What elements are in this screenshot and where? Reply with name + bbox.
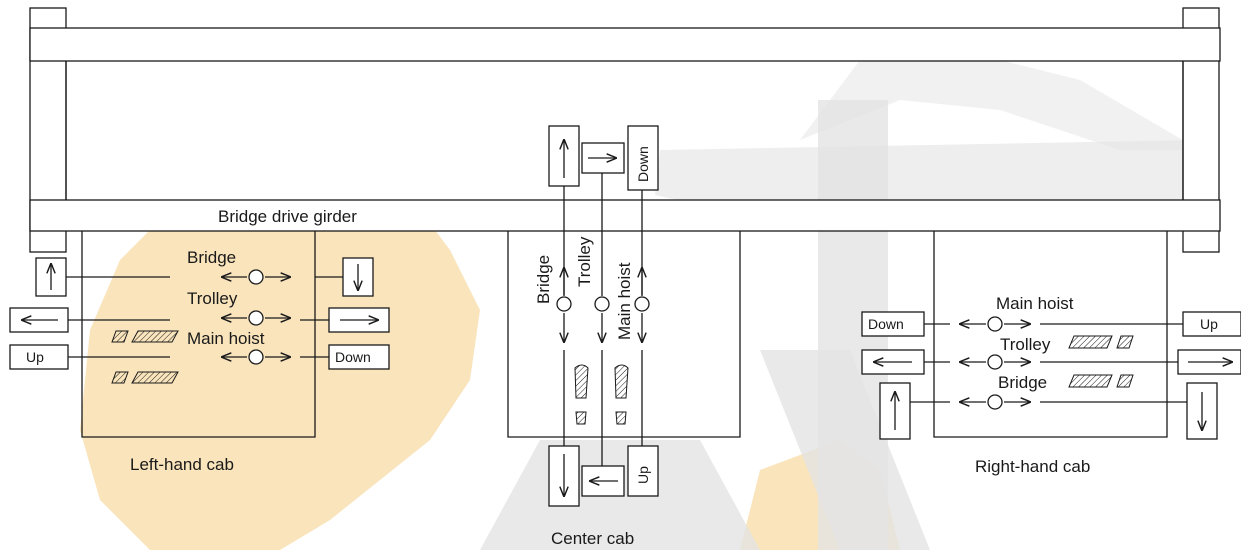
crane-frame xyxy=(29,7,1221,253)
left-bridge-label: Bridge xyxy=(187,248,236,267)
left-pedal-icons xyxy=(111,330,179,384)
left-trolley-left-arrow-box xyxy=(9,307,69,333)
right-hoist-label: Main hoist xyxy=(996,294,1074,313)
right-cab-caption: Right-hand cab xyxy=(975,457,1090,476)
left-trolley-controller xyxy=(248,310,264,326)
center-trolley-controller xyxy=(594,296,610,312)
center-hoist-up-label: Up xyxy=(635,466,651,484)
left-hoist-down-box xyxy=(328,344,390,370)
right-pedal-icons xyxy=(1068,335,1134,388)
center-cab-caption: Center cab xyxy=(551,529,634,548)
right-hoist-up-label: Up xyxy=(1200,316,1218,332)
left-trolley-label: Trolley xyxy=(187,289,238,308)
right-hoist-controller xyxy=(987,316,1003,332)
bridge-drive-girder xyxy=(29,199,1221,232)
left-bridge-controller xyxy=(248,269,264,285)
watermark xyxy=(80,50,1210,550)
right-bridge-label: Bridge xyxy=(998,373,1047,392)
center-hoist-controller xyxy=(634,296,650,312)
center-hoist-up-box xyxy=(627,445,659,497)
center-bridge-label: Bridge xyxy=(534,255,553,304)
center-pedal-icons xyxy=(574,364,629,425)
center-bridge-controller xyxy=(556,296,572,312)
right-cab: Down Up Main hoist Trolley Bridge xyxy=(861,231,1241,440)
left-hoist-down-label: Down xyxy=(335,349,371,365)
girder-label: Bridge drive girder xyxy=(218,207,357,226)
left-hoist-up-label: Up xyxy=(26,349,44,365)
left-hoist-label: Main hoist xyxy=(187,329,265,348)
right-bridge-controller xyxy=(987,394,1003,410)
left-cab-caption: Left-hand cab xyxy=(130,455,234,474)
right-trolley-controller xyxy=(987,354,1003,370)
top-girder xyxy=(29,27,1221,62)
center-cab: Down Bridge Trolley Main hoist xyxy=(507,125,741,507)
right-trolley-label: Trolley xyxy=(1000,335,1051,354)
center-hoist-label: Main hoist xyxy=(615,262,634,340)
right-hoist-down-label: Down xyxy=(868,316,904,332)
left-hoist-controller xyxy=(248,349,264,365)
center-hoist-down-box xyxy=(627,125,659,191)
center-hoist-down-label: Down xyxy=(635,146,651,182)
center-trolley-label: Trolley xyxy=(575,236,594,287)
right-hoist-up-box xyxy=(1182,311,1241,337)
left-cab: Bridge Trolley Up Down Main hoist xyxy=(9,231,390,438)
